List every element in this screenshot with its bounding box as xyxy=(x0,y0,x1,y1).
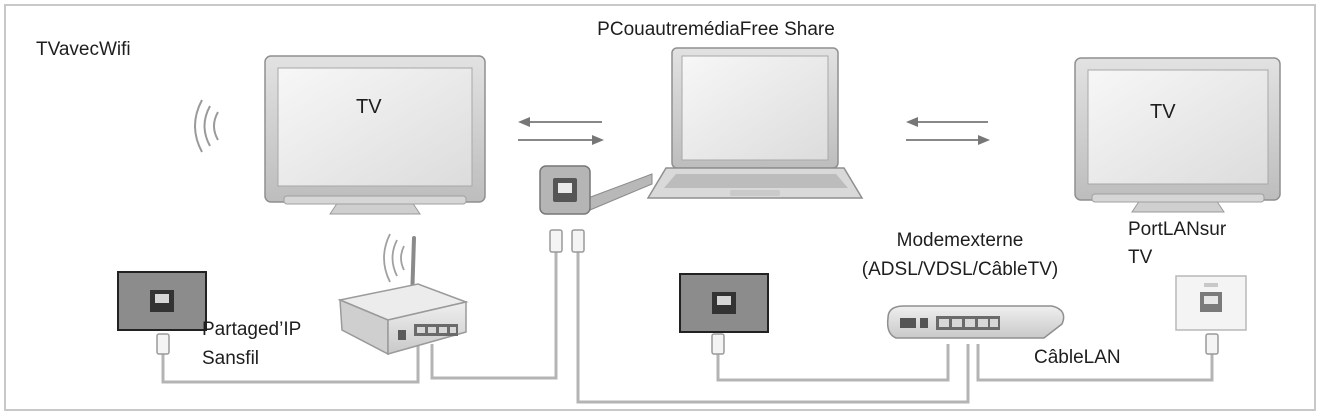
arrow-right-icon xyxy=(518,135,604,145)
laptop-lan-socket xyxy=(539,165,653,215)
wifi-waves-icon xyxy=(194,99,219,153)
label-lan-port-line1: PortLANsur xyxy=(1128,219,1227,240)
ethernet-plug-icon xyxy=(549,229,563,253)
arrow-left-icon xyxy=(906,117,988,127)
arrows-right xyxy=(906,117,990,145)
ethernet-plug-icon xyxy=(156,333,170,355)
ethernet-plug-icon xyxy=(1205,333,1219,355)
label-lan-cable: CâbleLAN xyxy=(1034,347,1121,368)
diagram-frame xyxy=(4,4,1316,411)
ethernet-plug-icon xyxy=(571,229,585,253)
modem-icon xyxy=(886,305,1065,339)
label-ip-share-line2: Sansfil xyxy=(202,348,260,369)
label-tv-wifi: TVavecWifi xyxy=(36,39,131,60)
label-modem-line1: Modemexterne xyxy=(896,230,1024,251)
lan-cables xyxy=(161,252,1214,404)
cable-socket-middle-modem xyxy=(716,344,950,382)
router-icon xyxy=(337,233,469,356)
cable-router-laptop xyxy=(430,252,558,380)
ethernet-plug-icon xyxy=(711,333,725,355)
label-lan-port-line2: TV xyxy=(1128,247,1153,268)
tv-icon xyxy=(264,55,486,215)
arrows-left xyxy=(518,117,604,145)
cable-modem-tv-port xyxy=(976,344,1214,382)
wall-socket-icon xyxy=(117,271,207,331)
laptop-icon xyxy=(646,47,864,199)
label-tv-left: TV xyxy=(356,96,382,118)
arrow-left-icon xyxy=(518,117,602,127)
tv-icon xyxy=(1074,57,1281,213)
wifi-waves-icon xyxy=(383,233,405,283)
cable-socket-left-router xyxy=(161,344,420,384)
arrow-right-icon xyxy=(906,135,990,145)
wall-socket-icon xyxy=(679,273,769,333)
wall-socket-icon xyxy=(1175,275,1247,331)
label-pc-share: PCouautremédiaFree Share xyxy=(597,19,835,40)
label-modem-line2: (ADSL/VDSL/CâbleTV) xyxy=(861,259,1059,280)
label-ip-share-line1: Partaged’IP xyxy=(202,319,302,340)
label-tv-right: TV xyxy=(1150,101,1176,123)
cable-laptop-modem xyxy=(576,252,970,404)
ethernet-plugs xyxy=(156,229,1219,355)
